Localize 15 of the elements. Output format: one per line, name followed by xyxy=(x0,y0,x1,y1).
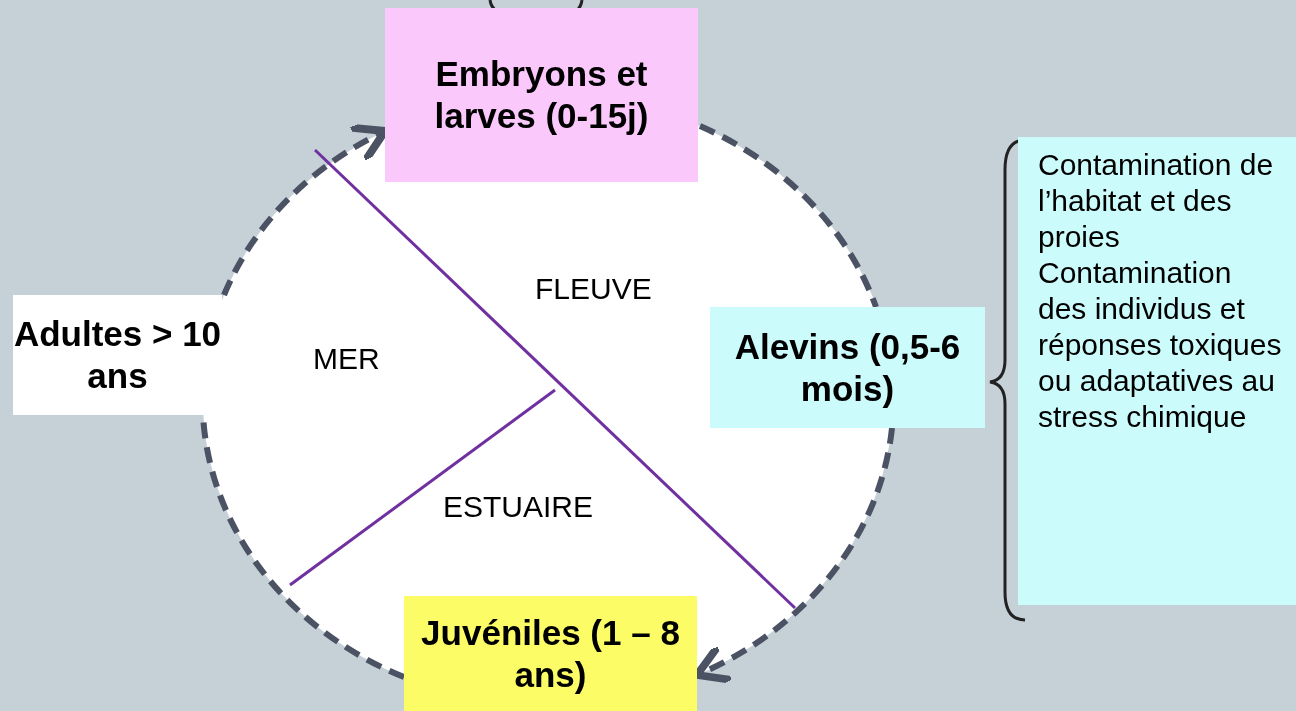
stage-box xyxy=(710,307,985,428)
note-box xyxy=(1018,137,1296,605)
stage-box xyxy=(13,295,222,415)
stage-box xyxy=(385,8,698,182)
node-text: Adultes > 10 ans xyxy=(13,313,222,397)
node-text: Alevins (0,5-6 mois) xyxy=(733,325,962,410)
stage-box xyxy=(404,596,697,711)
node-text: Contamination de l’habitat et des proies xyxy=(1038,147,1275,255)
zone-label: ESTUAIRE xyxy=(443,490,594,524)
zone-label: MER xyxy=(313,342,380,376)
node-text: Juvéniles (1 – 8 ans) xyxy=(420,611,681,696)
node-text: Contamination des individus et réponses toxiques ou adaptatives au stress chimique xyxy=(1038,255,1283,435)
zone-label: FLEUVE xyxy=(535,272,652,306)
node-text: Embryons et larves (0-15j) xyxy=(433,53,650,137)
connector-line xyxy=(698,123,879,309)
